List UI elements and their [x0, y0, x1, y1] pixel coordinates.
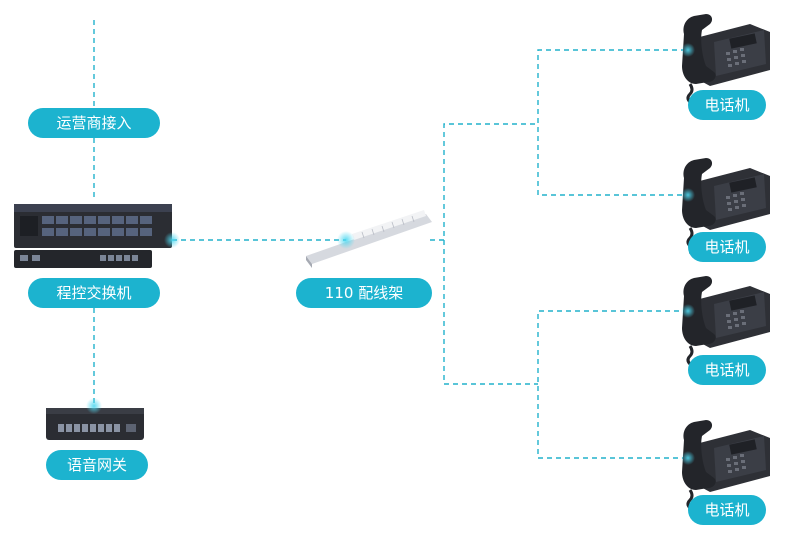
distribution-frame-label: 110 配线架 — [296, 278, 432, 308]
pbx-switch-icon — [14, 204, 180, 268]
phone-label: 电话机 — [688, 355, 766, 385]
phone-1 — [680, 12, 772, 112]
phone-label: 电话机 — [688, 495, 766, 525]
phone-3 — [680, 274, 772, 374]
line-phone-group-top — [537, 49, 688, 196]
patch-panel-icon — [306, 210, 432, 268]
phone-label: 电话机 — [688, 232, 766, 262]
line-frame-branch — [430, 123, 538, 241]
phone-2 — [680, 156, 772, 256]
carrier-access-label: 运营商接入 — [28, 108, 160, 138]
connection-lines — [93, 20, 688, 459]
phone-label: 电话机 — [688, 90, 766, 120]
voice-gateway-label: 语音网关 — [46, 450, 148, 480]
phone-4 — [680, 418, 772, 518]
pbx-label: 程控交换机 — [28, 278, 160, 308]
line-phone-group-bottom — [537, 310, 688, 459]
voice-gateway-icon — [46, 398, 144, 440]
